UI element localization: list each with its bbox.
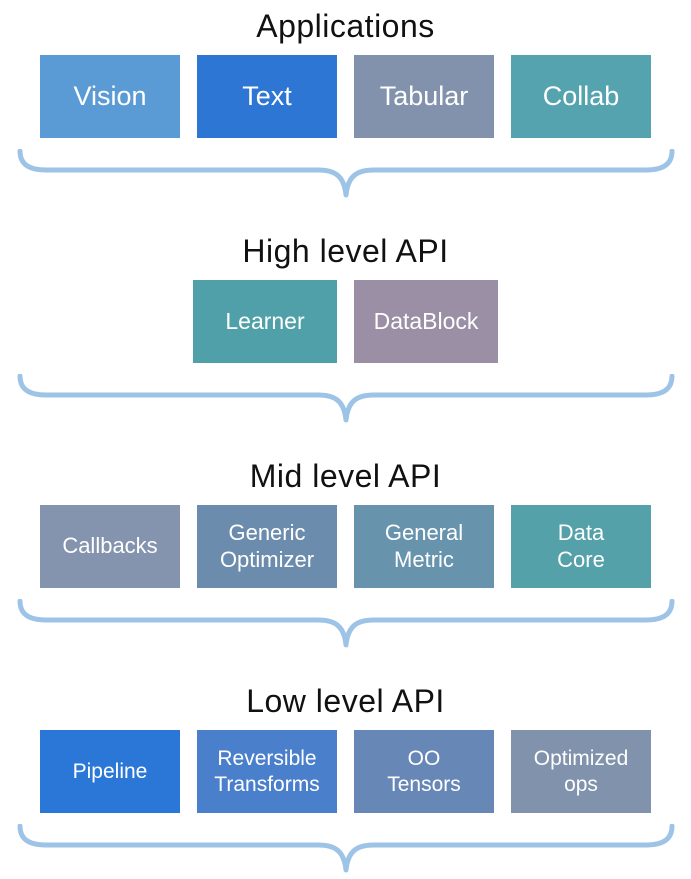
- box-general-metric: General Metric: [354, 505, 494, 588]
- box-label: Generic Optimizer: [219, 519, 315, 572]
- box-label: Data Core: [557, 519, 605, 572]
- box-generic-optimizer: Generic Optimizer: [197, 505, 337, 588]
- box-pipeline: Pipeline: [40, 730, 180, 813]
- box-label: Text: [242, 81, 292, 112]
- box-learner: Learner: [193, 280, 337, 363]
- box-label: Reversible Transforms: [214, 746, 320, 796]
- section-title: Mid level API: [249, 458, 442, 494]
- box-optimized-ops: Optimized ops: [511, 730, 651, 813]
- box-label: Tabular: [379, 81, 469, 112]
- underbrace-icon: [17, 599, 674, 648]
- box-label: General Metric: [384, 519, 464, 572]
- underbrace-icon: [17, 824, 674, 873]
- section-low-level-api: Low level API Pipeline Reversible Transf…: [0, 679, 691, 876]
- box-row: Callbacks Generic Optimizer General Metr…: [0, 505, 691, 588]
- section-title: Low level API: [246, 683, 445, 719]
- box-label: Callbacks: [62, 533, 158, 559]
- box-label: Vision: [73, 81, 147, 112]
- section-applications: Applications Vision Text Tabular Collab: [0, 4, 691, 201]
- box-reversible-transforms: Reversible Transforms: [197, 730, 337, 813]
- box-datablock: DataBlock: [354, 280, 498, 363]
- box-vision: Vision: [40, 55, 180, 138]
- box-label: OO Tensors: [387, 746, 461, 796]
- box-collab: Collab: [511, 55, 651, 138]
- section-title: Applications: [256, 8, 435, 44]
- box-label: DataBlock: [373, 308, 479, 335]
- box-label: Optimized ops: [533, 746, 629, 796]
- box-tabular: Tabular: [354, 55, 494, 138]
- section-mid-level-api: Mid level API Callbacks Generic Optimize…: [0, 454, 691, 651]
- underbrace-icon: [17, 374, 674, 423]
- underbrace-icon: [17, 149, 674, 198]
- section-high-level-api: High level API Learner DataBlock: [0, 229, 691, 426]
- box-callbacks: Callbacks: [40, 505, 180, 588]
- box-row: Vision Text Tabular Collab: [0, 55, 691, 138]
- section-title: High level API: [242, 233, 449, 269]
- box-label: Collab: [542, 81, 620, 112]
- box-text: Text: [197, 55, 337, 138]
- box-label: Learner: [225, 308, 305, 335]
- box-label: Pipeline: [72, 759, 148, 783]
- box-row: Pipeline Reversible Transforms OO Tensor…: [0, 730, 691, 813]
- box-data-core: Data Core: [511, 505, 651, 588]
- box-oo-tensors: OO Tensors: [354, 730, 494, 813]
- box-row: Learner DataBlock: [0, 280, 691, 363]
